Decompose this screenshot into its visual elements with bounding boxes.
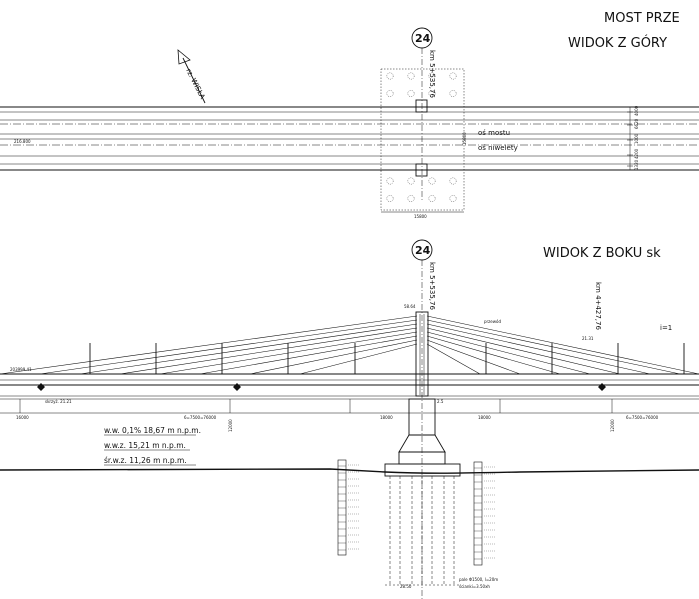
pile-circle: [449, 90, 457, 97]
stay-cables: [0, 315, 699, 375]
dim-right-value: 6620: [634, 118, 639, 129]
water-level-3: śr.w.z. 11,26 m n.p.m.: [104, 456, 187, 465]
cable-right: [426, 343, 481, 375]
span-mid: 18000: [380, 415, 393, 420]
cable-left: [299, 343, 418, 375]
borehole-column: [337, 459, 347, 556]
pile-note-2: ścianki=3.50xh: [459, 584, 490, 589]
side-view: 24 km 5+535,76 km 4+427,76: [0, 239, 699, 599]
bearing-marker-1: [37, 383, 45, 391]
pile-circle: [407, 177, 415, 185]
pylon-leg-north: [415, 99, 428, 113]
cable-left: [159, 331, 418, 375]
river-label: rz. WISŁA: [184, 67, 206, 100]
cable-right: [426, 339, 521, 375]
pile-circle: [449, 72, 457, 80]
top-view-title: WIDOK Z GÓRY: [568, 35, 667, 51]
piles: [385, 476, 460, 586]
borehole-logs: [337, 459, 496, 566]
pier-number-side: 24: [415, 244, 431, 257]
pile-circle: [428, 195, 436, 202]
cable-left: [199, 335, 418, 375]
cable-left: [39, 319, 418, 375]
cable-right: [426, 331, 591, 375]
elev-top: 58.64: [404, 304, 416, 309]
elev-left: 203999.41: [10, 367, 32, 372]
water-level-2: w.w.z. 15,21 m n.p.m.: [104, 441, 186, 450]
top-view: 24 km 5+535,76 rz. WISŁA oś most: [0, 27, 699, 219]
pile-circle: [449, 177, 457, 185]
span-label-left: 6=7500=76000: [184, 415, 217, 420]
pile-circle: [428, 177, 436, 185]
pile-circle: [407, 195, 415, 202]
pile-circle: [407, 90, 415, 97]
foundation-outline-top: [380, 68, 465, 211]
bearing-marker-2: [233, 383, 241, 391]
slope-note: skrzyż. 21.21: [45, 399, 72, 404]
main-title: MOST PRZE: [604, 11, 680, 26]
cable-right: [426, 327, 621, 375]
deck-elevation: [0, 373, 699, 400]
water-levels: w.w. 0,1% 18,67 m n.p.m. w.w.z. 15,21 m …: [104, 426, 201, 466]
pile-circle: [386, 177, 394, 185]
pylon-height-right: 12000: [610, 419, 615, 432]
dim-right-value: 4200: [634, 148, 639, 159]
pier-width-label: 15800: [462, 132, 467, 145]
pile-dim: 28.50: [400, 584, 412, 589]
pile-circle: [386, 90, 394, 97]
cable-right: [426, 335, 561, 375]
chainage-side: km 5+535,76: [428, 262, 436, 310]
bearing-marker-3: [598, 383, 606, 391]
pylon-leg-south: [415, 163, 428, 177]
dim-right-value: 4000: [634, 105, 639, 116]
river-arrow: rz. WISŁA: [177, 49, 206, 104]
pile-note: pale Φ1500, l=20m: [459, 577, 498, 582]
axis-grade-label: oś niwelety: [478, 144, 518, 152]
left-chainage: 216.800: [14, 139, 31, 144]
cable-left: [79, 323, 418, 375]
borehole-column: [473, 461, 483, 566]
chainage-side-2: km 4+427,76: [594, 282, 602, 330]
pile-circle: [449, 195, 457, 202]
pier-body: [384, 398, 461, 477]
pylon-height: 12000: [228, 419, 233, 432]
pile-grid-top: [386, 72, 457, 202]
span-left: 16000: [16, 415, 29, 420]
ground-profile: [0, 468, 699, 474]
pile-circle: [428, 72, 436, 80]
chainage-top: km 5+535,76: [428, 50, 436, 98]
cable-left: [0, 315, 418, 375]
axis-bridge-label: oś mostu: [478, 129, 510, 137]
span-label-right: 6=7500=76000: [626, 415, 659, 420]
pile-circle: [407, 72, 415, 80]
dim-right-value: 1000: [634, 133, 639, 144]
water-level-1: w.w. 0,1% 18,67 m n.p.m.: [104, 426, 201, 435]
dim-bottom: 15800: [414, 214, 427, 219]
elev-right: 21.31: [582, 336, 594, 341]
cable-left: [119, 327, 418, 375]
gradient-label: i=1: [660, 324, 672, 332]
cable-right: [426, 315, 699, 375]
span-mid-2: 18000: [478, 415, 491, 420]
deck-level-label: 2.5: [437, 399, 444, 404]
dim-right-value: 1320: [634, 159, 639, 170]
cable-left: [249, 339, 418, 375]
cable-right: [426, 319, 681, 375]
pier-number-top: 24: [415, 32, 431, 45]
pile-circle: [428, 90, 436, 97]
cable-right: [426, 323, 651, 375]
deck-plan: [0, 106, 699, 171]
side-view-title: WIDOK Z BOKU sk: [543, 246, 661, 261]
deck-posts: [19, 343, 685, 413]
pile-circle: [386, 195, 394, 202]
pile-circle: [386, 72, 394, 80]
leader-label: przewód: [484, 319, 501, 324]
